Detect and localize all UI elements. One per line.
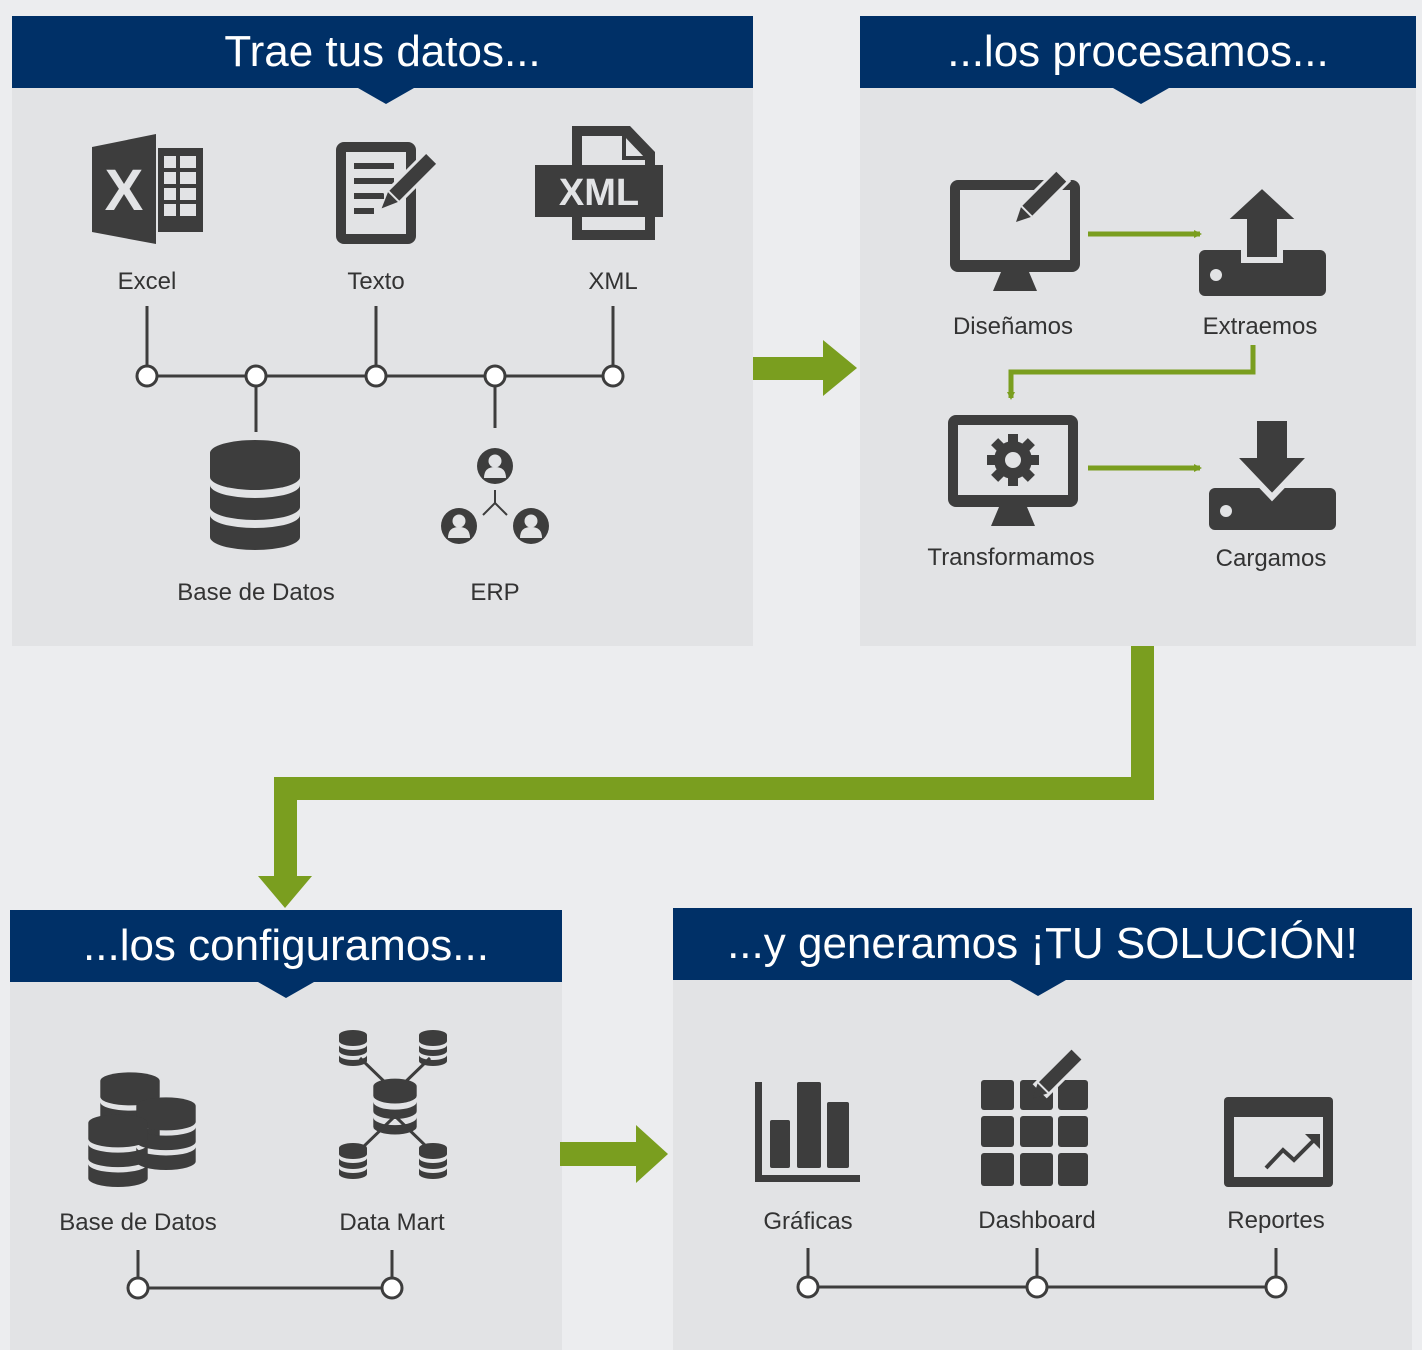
upload-extract-icon [1199,180,1326,296]
process-flow-arrows [1007,230,1256,472]
database-icon [210,440,300,550]
arrow-process-to-configure [258,646,1154,908]
label-load: Cargamos [1215,545,1327,572]
label-excel: Excel [117,268,177,295]
generate-title-notch [1010,980,1066,996]
multiple-databases-icon [88,1072,196,1187]
label-erp: ERP [470,579,520,606]
gather-panel [12,16,753,646]
label-config-database: Base de Datos [59,1209,217,1236]
dashboard-grid-icon [981,1044,1088,1186]
label-xml: XML [588,268,638,295]
label-text: Texto [347,268,405,295]
svg-text:X: X [105,158,144,223]
label-reports: Reportes [1227,1207,1325,1234]
excel-icon: X [92,134,203,244]
configure-title-notch [258,982,314,998]
process-title: ...los procesamos... [860,16,1416,88]
label-datamart: Data Mart [339,1209,445,1236]
data-mart-icon [339,1030,447,1179]
label-charts: Gráficas [763,1208,853,1235]
erp-network-icon [441,448,549,544]
transform-gear-monitor-icon [948,415,1078,526]
configure-connector [126,1250,404,1300]
generate-title: ...y generamos ¡TU SOLUCIÓN! [673,908,1412,980]
process-panel [860,16,1416,646]
solution-connector [796,1248,1288,1299]
design-monitor-icon [950,166,1080,291]
label-database: Base de Datos [177,579,335,606]
bar-chart-icon [755,1082,860,1182]
sources-connector [135,306,625,432]
label-dashboard: Dashboard [978,1207,1096,1234]
xml-file-icon: XML [535,126,663,240]
label-extract: Extraemos [1202,313,1318,340]
text-document-icon [336,142,442,244]
arrow-gather-to-process [753,340,857,396]
gather-title-notch [358,88,414,104]
process-title-notch [1113,88,1169,104]
arrow-configure-to-generate [560,1125,668,1183]
download-load-icon [1209,415,1336,530]
label-transform: Transformamos [927,544,1095,571]
gather-title: Trae tus datos... [12,16,753,88]
label-design: Diseñamos [952,313,1074,340]
xml-icon-text: XML [559,172,639,214]
report-trend-icon [1224,1097,1333,1187]
configure-title: ...los configuramos... [10,910,562,982]
